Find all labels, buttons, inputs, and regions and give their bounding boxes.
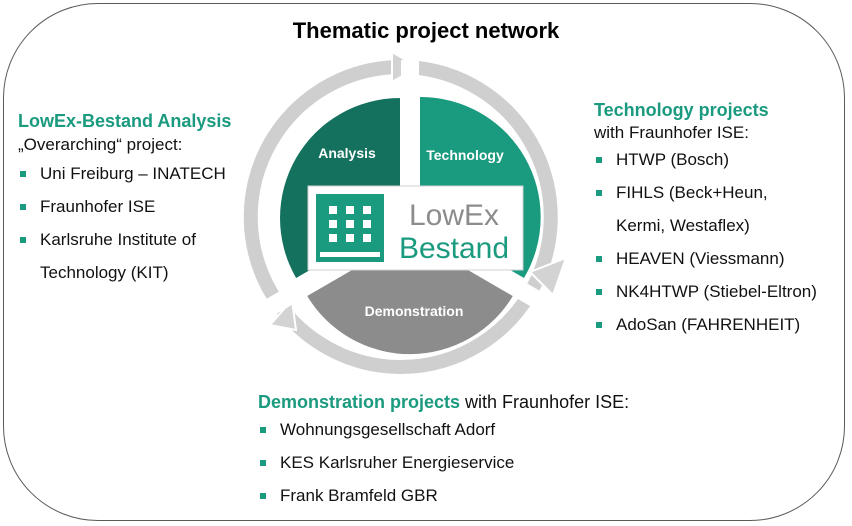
logo-line-1: LowEx [409, 199, 499, 232]
bullet-icon [260, 460, 266, 466]
diagram-title: Thematic project network [292, 18, 560, 43]
bullet-icon [596, 256, 602, 262]
list-item: HEAVEN (Viessmann) [594, 242, 817, 275]
list-item: Uni Freiburg – INATECH [18, 157, 231, 190]
logo-line-2: Bestand [399, 232, 509, 265]
demonstration-heading-line: Demonstration projects with Fraunhofer I… [258, 393, 629, 411]
technology-block: Technology projects with Fraunhofer ISE:… [594, 101, 817, 341]
bullet-icon [596, 322, 602, 328]
bullet-icon [20, 204, 26, 210]
analysis-heading: LowEx-Bestand Analysis [18, 111, 232, 131]
arrowhead-left [268, 297, 298, 332]
demonstration-heading-suffix: with Fraunhofer ISE: [460, 392, 630, 412]
list-item: NK4HTWP (Stiebel-Eltron) [594, 275, 817, 308]
bullet-icon [596, 289, 602, 295]
technology-heading: Technology projects [594, 100, 769, 120]
bullet-icon [260, 427, 266, 433]
bullet-icon [260, 493, 266, 499]
technology-subheading: with Fraunhofer ISE: [594, 123, 749, 142]
bullet-icon [596, 190, 602, 196]
lowex-bestand-logo: LowEx Bestand [307, 185, 524, 271]
rounded-frame [3, 3, 845, 521]
list-item: Frank Bramfeld GBR [258, 479, 629, 512]
list-item-continued: Kermi, Westaflex) [616, 216, 750, 235]
list-item: FIHLS (Beck+Heun, [594, 176, 817, 209]
list-item: KES Karlsruher Energieservice [258, 446, 629, 479]
bullet-icon [596, 157, 602, 163]
list-item: AdoSan (FAHRENHEIT) [594, 308, 817, 341]
technology-label: Technology [426, 147, 504, 163]
bullet-icon [20, 171, 26, 177]
building-icon [316, 194, 384, 262]
list-item: Wohnungsgesellschaft Adorf [258, 413, 629, 446]
list-item-continued: Technology (KIT) [40, 263, 169, 282]
list-item: Fraunhofer ISE [18, 190, 231, 223]
analysis-block: LowEx-Bestand Analysis „Overarching“ pro… [18, 112, 231, 289]
demonstration-block: Demonstration projects with Fraunhofer I… [258, 393, 629, 512]
demonstration-heading: Demonstration projects [258, 392, 461, 412]
cycle-ring [243, 60, 558, 374]
demonstration-label: Demonstration [365, 303, 464, 319]
arrowhead-right [528, 256, 568, 297]
list-item: Karlsruhe Institute of [18, 223, 231, 256]
analysis-subheading: „Overarching“ project: [18, 135, 183, 154]
list-item: HTWP (Bosch) [594, 143, 817, 176]
bullet-icon [20, 237, 26, 243]
analysis-label: Analysis [318, 145, 376, 161]
